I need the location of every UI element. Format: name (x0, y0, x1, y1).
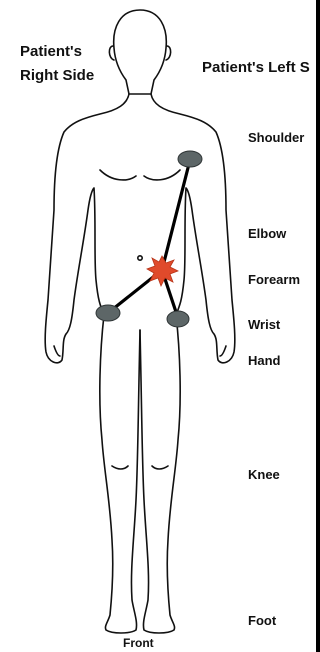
left-hip-node (167, 311, 189, 327)
front-view-label: Front (123, 636, 154, 650)
head-outline (114, 10, 167, 94)
region-knee: Knee (248, 467, 280, 483)
abdomen-burst (147, 256, 178, 286)
region-wrist: Wrist (248, 317, 280, 333)
right-hip-node (96, 305, 120, 321)
legs-outline (100, 315, 140, 633)
region-foot: Foot (248, 613, 276, 629)
left-shoulder-node (178, 151, 202, 167)
patient-right-side-label: Patient's Right Side (20, 40, 120, 88)
region-hand: Hand (248, 353, 281, 369)
torso-outline (45, 94, 129, 363)
injury-lines (108, 160, 190, 318)
region-forearm: Forearm (248, 272, 300, 288)
patient-left-side-label: Patient's Left S (202, 58, 310, 78)
region-elbow: Elbow (248, 226, 286, 242)
region-shoulder: Shoulder (248, 130, 304, 146)
panel-divider (316, 0, 320, 652)
